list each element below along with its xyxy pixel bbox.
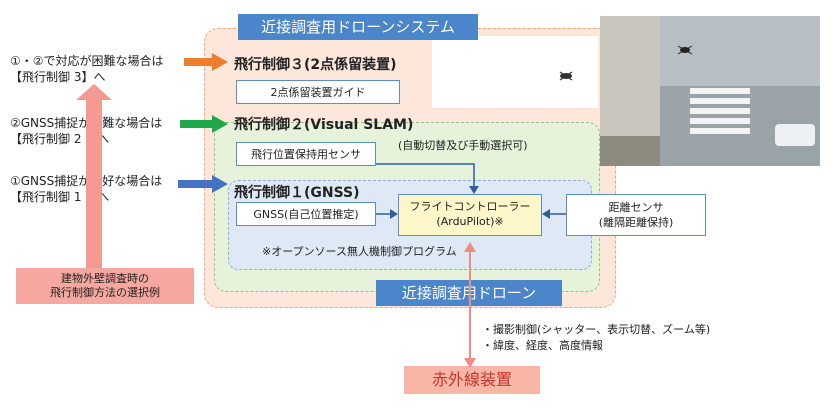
sensor-to-fc-connector — [376, 163, 475, 188]
case3-line1: ①・②で対応が困難な場合は — [10, 54, 164, 68]
building-photo-image — [600, 16, 820, 166]
case2-line2: 【飛行制御 2 】へ — [10, 132, 110, 146]
dist-to-fc-arrowhead — [542, 209, 550, 219]
distance-sensor-box: 距離センサ (離隔距離保持) — [566, 194, 706, 236]
fc-to-ir-arrowhead-up — [464, 242, 476, 252]
dist-line2: (離隔距離保持) — [598, 216, 674, 229]
system-title: 近接調査用ドローンシステム — [238, 14, 478, 40]
ir-device-title: 赤外線装置 — [404, 366, 540, 394]
gnss-to-fc-arrowhead — [390, 209, 398, 219]
fc-to-ir-arrowhead-down — [464, 358, 476, 368]
example-line1: 建物外壁調査時の — [61, 272, 149, 285]
building-photo — [600, 16, 820, 166]
case1-line2: 【飛行制御 1 】へ — [10, 190, 110, 204]
dist-line1: 距離センサ — [608, 201, 664, 214]
control2-heading: 飛行制御２(Visual SLAM) — [234, 117, 414, 133]
sensor-to-fc-arrowhead — [469, 186, 479, 194]
ir-note-line1: ・撮影制御(シャッター、表示切替、ズーム等) — [482, 323, 711, 336]
control3-heading: 飛行制御３(2点係留装置) — [234, 57, 397, 73]
fc-line1: フライトコントローラー — [409, 200, 531, 213]
case3-line2: 【飛行制御 3】へ — [10, 70, 106, 84]
orange-arrow — [184, 53, 228, 71]
position-hold-sensor-box: 飛行位置保持用センサ — [236, 142, 376, 166]
ir-note-line2: ・緯度、経度、高度情報 — [482, 339, 603, 352]
drone-photo-image — [432, 36, 598, 108]
blue-arrow — [178, 175, 228, 193]
gnss-box: GNSS(自己位置推定) — [236, 202, 376, 226]
control1-heading: 飛行制御１(GNSS) — [234, 185, 360, 201]
fc-line2: (ArduPilot)※ — [436, 215, 504, 228]
drone-photo — [432, 36, 598, 108]
selection-example-label: 建物外壁調査時の 飛行制御方法の選択例 — [16, 268, 194, 304]
auto-switch-note: (自動切替及び手動選択可) — [398, 139, 528, 152]
two-point-tether-guide-box: 2点係留装置ガイド — [236, 80, 400, 104]
open-source-footnote: ※オープンソース無人機制御プログラム — [262, 245, 457, 258]
pink-up-arrow — [76, 84, 112, 268]
flight-controller-box: フライトコントローラー (ArduPilot)※ — [398, 194, 542, 236]
example-line2: 飛行制御方法の選択例 — [50, 286, 160, 299]
green-arrow — [180, 115, 228, 133]
